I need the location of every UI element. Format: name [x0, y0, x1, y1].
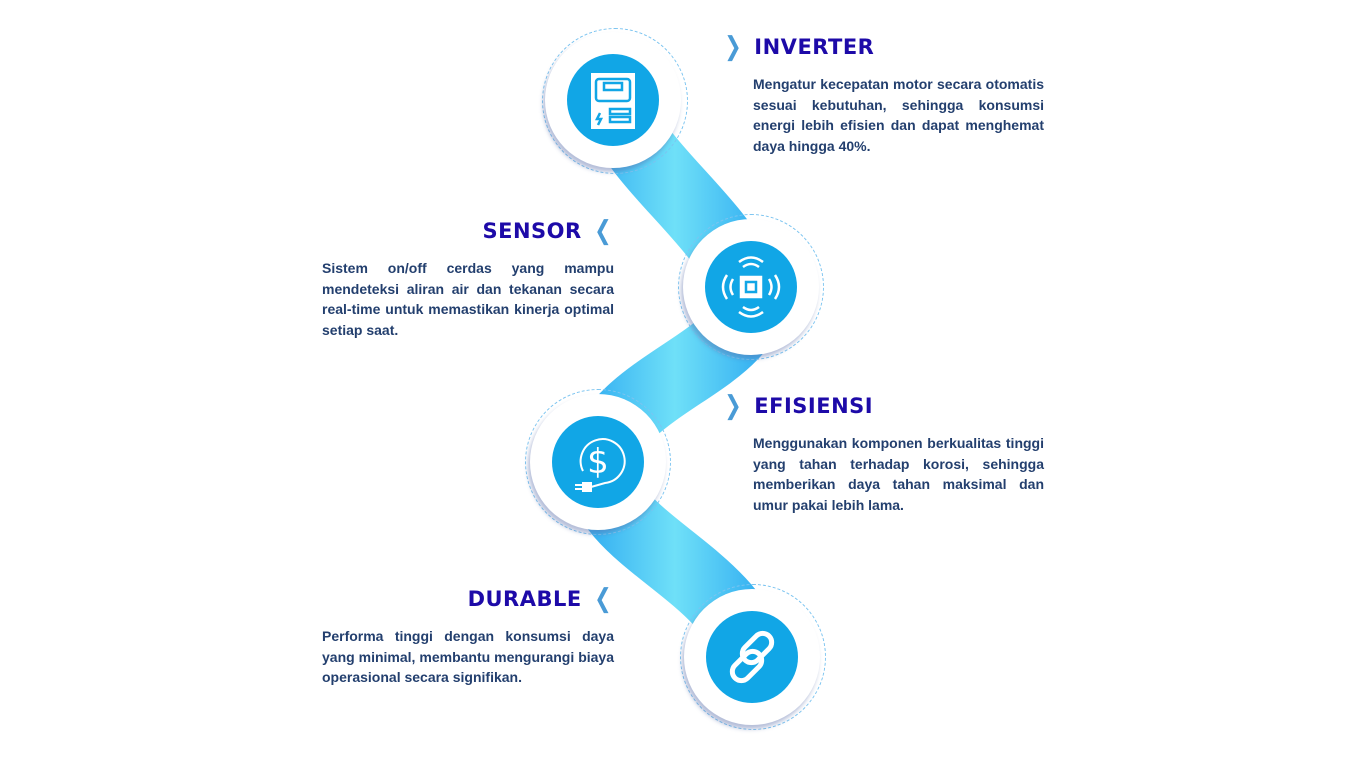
- link-icon: [729, 630, 775, 684]
- chevron-left-icon: ❮: [593, 584, 612, 614]
- node-durable: [684, 589, 820, 725]
- sensor-icon: [721, 256, 781, 318]
- chevron-right-icon: ❯: [724, 391, 743, 421]
- dashed-ring: [525, 389, 671, 535]
- feature-description: Menggunakan komponen berkualitas tinggi …: [753, 435, 1044, 514]
- feature-description: Performa tinggi dengan konsumsi daya yan…: [322, 628, 614, 686]
- dashed-ring: [542, 28, 688, 174]
- inverter-icon: [591, 73, 635, 129]
- dollar-plug-icon: $: [575, 438, 626, 492]
- feature-sensor: SENSOR ❮ Sistem on/off cerdas yang mampu …: [322, 218, 614, 341]
- chevron-right-icon: ❯: [724, 32, 743, 62]
- chevron-left-icon: ❮: [593, 216, 612, 246]
- node-efisiensi: $: [530, 394, 666, 530]
- feature-title: INVERTER: [754, 35, 875, 59]
- svg-text:$: $: [587, 442, 609, 482]
- node-inverter: [545, 32, 681, 168]
- feature-description: Mengatur kecepatan motor secara otomatis…: [753, 76, 1044, 155]
- feature-title: EFISIENSI: [754, 394, 874, 418]
- dashed-ring: [680, 584, 826, 730]
- feature-durable: DURABLE ❮ Performa tinggi dengan konsumsi…: [322, 586, 614, 688]
- feature-description: Sistem on/off cerdas yang mampu mendetek…: [322, 260, 614, 339]
- feature-title: DURABLE: [467, 587, 582, 611]
- feature-inverter: ❯ INVERTER Mengatur kecepatan motor secar…: [722, 34, 1044, 157]
- dashed-ring: [678, 214, 824, 360]
- feature-efisiensi: ❯ EFISIENSI Menggunakan komponen berkuali…: [722, 393, 1044, 516]
- feature-title: SENSOR: [482, 219, 582, 243]
- node-sensor: [683, 219, 819, 355]
